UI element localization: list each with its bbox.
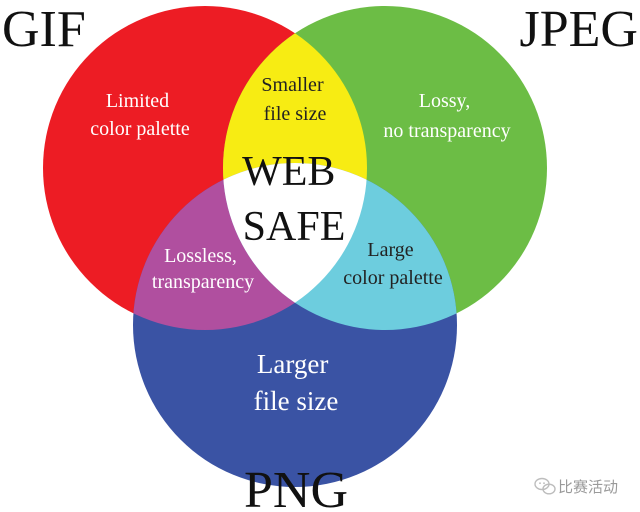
jpeg-png-label: Large color palette bbox=[343, 239, 443, 289]
gif-description-line-1: Limited bbox=[106, 90, 169, 112]
gif-jpeg-label-line-1: Smaller bbox=[261, 74, 324, 96]
png-description-line-2: file size bbox=[254, 386, 339, 416]
png-description: Larger file size bbox=[254, 349, 339, 416]
wechat-icon bbox=[534, 477, 556, 495]
center-label-line-1: WEB bbox=[242, 149, 335, 195]
center-label: WEB SAFE bbox=[242, 149, 346, 250]
gif-jpeg-label: Smaller file size bbox=[261, 74, 328, 125]
jpeg-description-line-1: Lossy, bbox=[419, 90, 470, 112]
gif-description: Limited color palette bbox=[90, 90, 190, 140]
gif-png-label-line-1: Lossless, bbox=[164, 245, 237, 267]
gif-png-label: Lossless, transparency bbox=[152, 245, 254, 293]
jpeg-png-label-line-1: Large bbox=[367, 239, 413, 261]
gif-jpeg-label-line-2: file size bbox=[264, 103, 327, 125]
jpeg-title: JPEG bbox=[520, 1, 638, 58]
jpeg-description: Lossy, no transparency bbox=[383, 90, 510, 142]
jpeg-png-label-line-2: color palette bbox=[343, 267, 443, 289]
jpeg-description-line-2: no transparency bbox=[383, 120, 510, 142]
gif-description-line-2: color palette bbox=[90, 118, 190, 140]
center-label-line-2: SAFE bbox=[243, 204, 346, 250]
png-description-line-1: Larger bbox=[257, 349, 328, 379]
gif-title: GIF bbox=[2, 1, 86, 58]
watermark-text: 比赛活动 bbox=[558, 479, 618, 496]
png-title: PNG bbox=[244, 462, 348, 512]
gif-png-label-line-2: transparency bbox=[152, 271, 254, 293]
